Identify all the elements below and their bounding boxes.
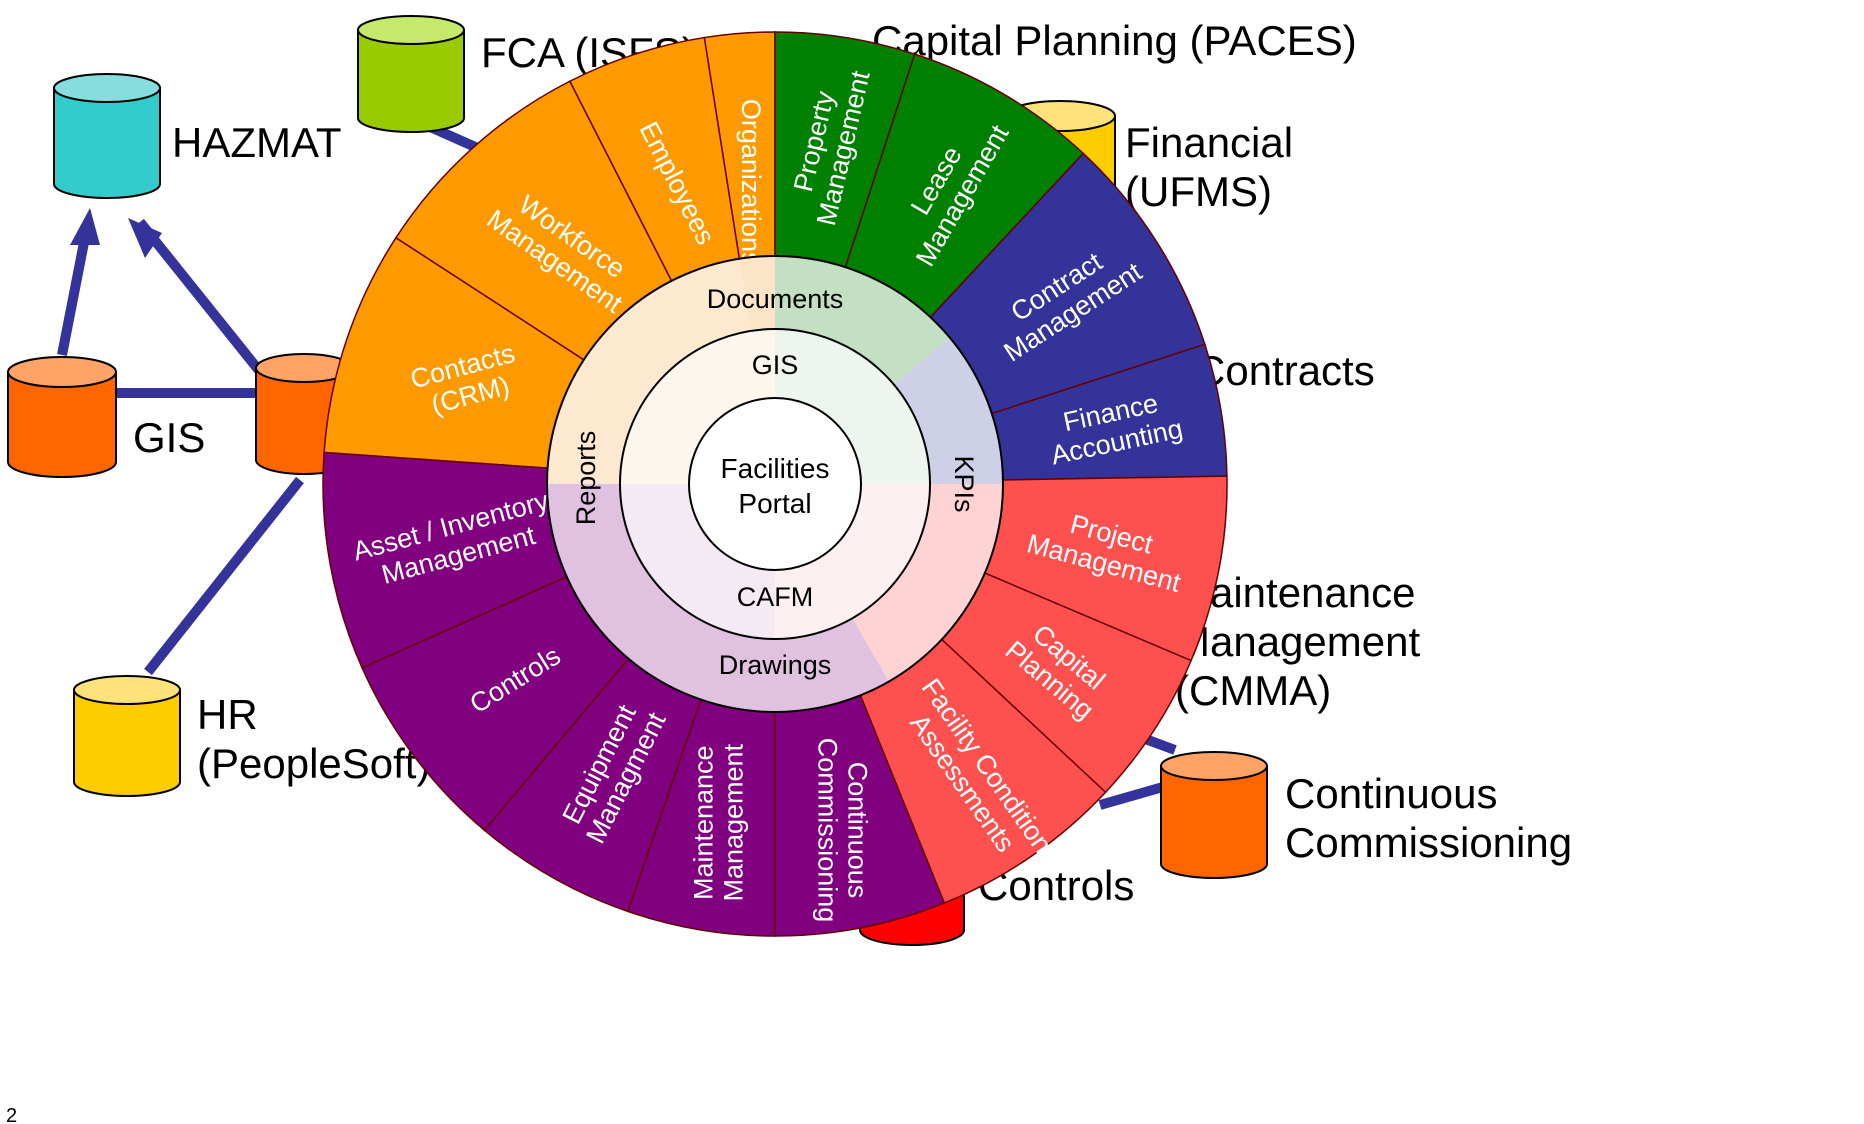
gis-database-icon <box>7 356 117 478</box>
ring-sector-5 <box>547 258 751 484</box>
facilities-wheel: OrganizationsEmployeesWorkforceManagemen… <box>322 31 1228 937</box>
wheel-segment-label: ContinuousCommissioning <box>812 738 872 923</box>
wheel-segment-9: CapitalPlanning <box>940 572 1193 794</box>
inner-ring-border <box>619 328 931 640</box>
outer-ring-border <box>546 255 1004 713</box>
ring-sector-3 <box>852 484 1003 682</box>
inner-disc-sector-0 <box>775 329 930 484</box>
wheel-segment-3: Contacts(CRM) <box>323 236 585 469</box>
capital-database-label: Capital Planning (PACES) <box>872 17 1357 64</box>
inner-label-gis: GIS <box>752 350 799 380</box>
inner-disc-sector-2 <box>620 484 775 639</box>
wheel-segment-0: Organizations <box>703 31 776 266</box>
connector-line-6 <box>1098 780 1172 810</box>
hazmat-database-icon <box>53 73 161 199</box>
wheel-segment-1: Employees <box>568 36 741 282</box>
hazmat-database-label: HAZMAT <box>172 119 342 166</box>
gis-database-label: GIS <box>133 414 205 461</box>
wheel-segment-5: LeaseManagement <box>844 53 1085 319</box>
arrowhead-0 <box>70 208 100 245</box>
connector-line-1 <box>136 218 269 382</box>
financial-database-label: Financial(UFMS) <box>1125 119 1293 215</box>
inner-label-cafm: CAFM <box>737 582 814 612</box>
wheel-segment-4: PropertyManagement <box>774 31 916 269</box>
ring-label-reports: Reports <box>571 431 601 526</box>
wheel-segment-2: WorkforceManagement <box>394 80 673 361</box>
ring-sector-4 <box>547 484 889 713</box>
inner-disc-sector-1 <box>775 484 930 639</box>
arrowhead-1 <box>128 218 162 258</box>
hr-database-icon <box>73 675 181 797</box>
contracts-database-label: Contracts <box>1195 347 1375 394</box>
hr-database-label: HR(PeopleSoft) <box>197 691 430 787</box>
ring-sector-2 <box>893 337 1003 484</box>
ring-label-kpis: KPIs <box>949 455 979 512</box>
fca-database-icon <box>357 15 465 133</box>
wheel-segment-label: MaintenanceManagement <box>688 743 748 901</box>
cc-database-icon <box>1160 751 1268 879</box>
connector-line-3 <box>144 476 304 676</box>
wheel-segment-label: Organizations <box>736 99 766 266</box>
page-number: 2 <box>6 1105 17 1124</box>
wheel-segment-12: MaintenanceManagement <box>626 698 776 937</box>
wheel-segment-14: Controls <box>361 575 630 832</box>
wheel-segment-13: EquipmentManagment <box>483 657 702 913</box>
ring-sector-1 <box>775 256 950 385</box>
hub-circle <box>688 397 862 571</box>
ring-label-drawings: Drawings <box>719 650 832 680</box>
wheel-segment-7: FinanceAccounting <box>990 343 1228 481</box>
wheel-segment-6: ContractManagement <box>929 152 1206 415</box>
inner-disc-sector-3 <box>620 329 775 484</box>
ring-label-documents: Documents <box>707 284 844 314</box>
